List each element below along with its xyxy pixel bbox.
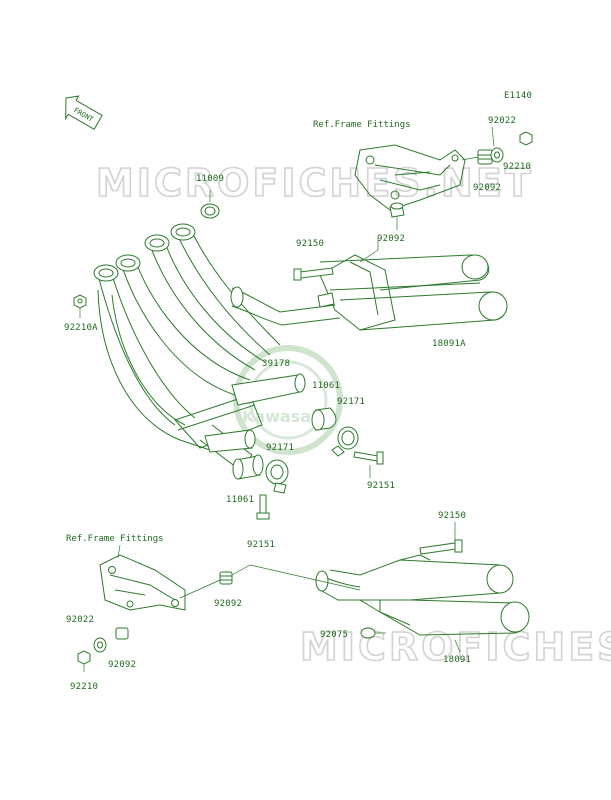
damper-92092-bottom2	[115, 627, 129, 640]
nut-92210A	[73, 294, 87, 309]
label-18091A: 18091A	[432, 339, 466, 349]
frame-fitting-top	[354, 144, 466, 211]
label-92150-bottom: 92150	[438, 511, 466, 521]
label-92171-a: 92171	[337, 397, 365, 407]
label-92151-a: 92151	[367, 481, 395, 491]
front-arrow-icon: FRONT	[65, 95, 103, 130]
bolt-92151-b	[256, 494, 270, 520]
label-18091: 18091	[443, 655, 471, 665]
label-92171-b: 92171	[266, 443, 294, 453]
ref-frame-fittings-top: Ref.Frame Fittings	[313, 120, 411, 130]
label-11009: 11009	[196, 174, 224, 184]
watermark-top: MICROFICHES.NET	[96, 161, 534, 205]
frame-fitting-bottom	[99, 554, 186, 611]
label-39178: 39178	[262, 359, 290, 369]
label-92092-bottom1: 92092	[214, 599, 242, 609]
damper-92092-top2	[389, 202, 405, 218]
label-11061-a: 11061	[312, 381, 340, 391]
bolt-92150-bottom	[419, 539, 463, 555]
label-92022-bottom: 92022	[66, 615, 94, 625]
muffler-18091	[315, 554, 530, 636]
nut-92210-top	[519, 131, 533, 146]
brand-mark-text: Kawasaki	[242, 407, 327, 426]
gasket-11061-b	[232, 454, 264, 480]
damper-92075	[360, 627, 376, 639]
label-92022-top: 92022	[488, 116, 516, 126]
watermark-bottom: MICROFICHES.NET	[300, 625, 611, 669]
label-92092-top2: 92092	[377, 234, 405, 244]
bolt-92151-a	[353, 451, 384, 465]
label-11061-b: 11061	[226, 495, 254, 505]
clamp-92171-b	[265, 459, 289, 494]
gasket-11009	[200, 203, 220, 219]
nut-92210-bottom	[77, 650, 91, 665]
washer-92022-bottom	[93, 637, 107, 653]
clamp-92171-a	[331, 426, 359, 457]
label-92210-top: 92210	[503, 162, 531, 172]
label-92150-top: 92150	[296, 239, 324, 249]
washer-92022-top	[490, 147, 504, 163]
label-92075: 92075	[320, 630, 348, 640]
damper-92092-top1	[477, 149, 493, 165]
label-92210A: 92210A	[64, 323, 98, 333]
exhaust-header-pipes	[93, 223, 306, 471]
label-92210-bottom: 92210	[70, 682, 98, 692]
label-92092-bottom2: 92092	[108, 660, 136, 670]
diagram-code: E1140	[504, 91, 532, 101]
ref-frame-fittings-bottom: Ref.Frame Fittings	[66, 534, 164, 544]
damper-92092-bottom1	[219, 571, 233, 585]
label-92151-b: 92151	[247, 540, 275, 550]
gasket-11061-a	[311, 407, 337, 431]
bolt-92150-top	[293, 267, 334, 281]
label-92092-top1: 92092	[473, 183, 501, 193]
muffler-18091A	[230, 254, 508, 331]
